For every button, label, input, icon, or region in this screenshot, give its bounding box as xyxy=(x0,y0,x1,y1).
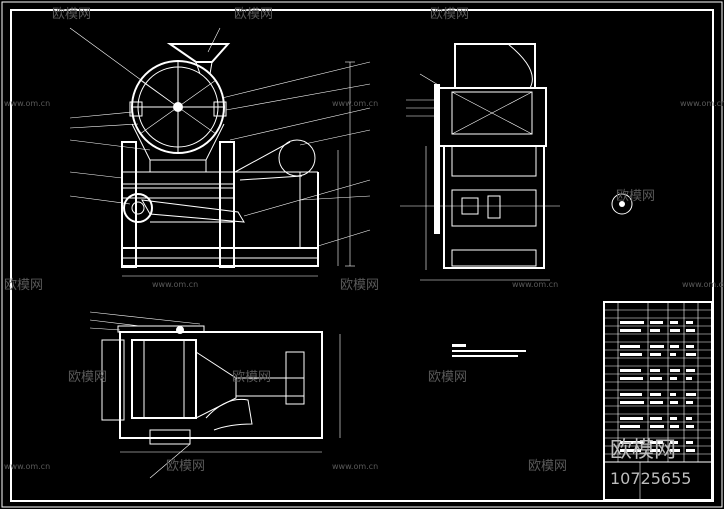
title-block-entry xyxy=(670,329,680,332)
watermark-brand: 欧模网 xyxy=(430,7,469,22)
watermark-brand: 欧模网 xyxy=(4,278,43,293)
watermark-brand-large: 欧模网 xyxy=(610,438,676,463)
title-block-entry xyxy=(650,345,664,348)
title-block-entry xyxy=(650,377,662,380)
title-block-entry xyxy=(670,441,678,444)
title-block-entry xyxy=(670,321,678,324)
title-block-entry xyxy=(650,393,661,396)
watermark-brand: 欧模网 xyxy=(52,7,91,22)
title-block-entry xyxy=(670,377,677,380)
title-block-entry xyxy=(650,425,664,428)
technical-notes xyxy=(452,344,526,357)
title-block-entry xyxy=(686,441,693,444)
title-block-entry xyxy=(620,417,643,420)
title-block-entry xyxy=(670,401,678,404)
side-view xyxy=(400,43,633,281)
title-block-entry xyxy=(686,425,694,428)
title-block-entry xyxy=(620,401,644,404)
title-block-entry xyxy=(670,425,679,428)
title-block-entry xyxy=(650,449,660,452)
title-block-entry xyxy=(670,353,676,356)
title-block-entry xyxy=(686,329,695,332)
title-block-entry xyxy=(686,377,692,380)
title-block-entry xyxy=(686,401,693,404)
title-block-entry xyxy=(650,401,663,404)
title-block-entry xyxy=(620,377,643,380)
title-block-entry xyxy=(620,321,644,324)
title-block-entry xyxy=(620,329,641,332)
title-block-entry xyxy=(620,449,641,452)
title-block-entry xyxy=(670,417,677,420)
watermark-brand: 欧模网 xyxy=(234,7,273,22)
watermark-site: www.om.cn xyxy=(332,462,378,471)
title-block-entry xyxy=(686,417,692,420)
watermark-brand: 欧模网 xyxy=(528,459,567,474)
watermark-site: www.om.cn xyxy=(512,280,558,289)
title-block-entry xyxy=(620,425,640,428)
watermark-brand: 欧模网 xyxy=(232,370,271,385)
watermark-id: 10725655 xyxy=(610,469,691,488)
watermark-site: www.om.cn xyxy=(680,99,724,108)
title-block-entry xyxy=(686,369,695,372)
watermarks: 欧模网 欧模网 欧模网 www.om.cn www.om.cn www.om.c… xyxy=(4,7,724,488)
title-block-entry xyxy=(686,345,694,348)
watermark-site: www.om.cn xyxy=(4,99,50,108)
title-block xyxy=(603,301,713,501)
title-block-entry xyxy=(686,393,696,396)
title-block-entry xyxy=(650,417,662,420)
title-block-entry xyxy=(650,321,663,324)
title-block-entry xyxy=(620,393,642,396)
watermark-brand: 欧模网 xyxy=(166,459,205,474)
watermark-brand: 欧模网 xyxy=(68,370,107,385)
title-block-entry xyxy=(686,321,693,324)
watermark-site: www.om.cn xyxy=(682,280,724,289)
title-block-entry xyxy=(650,441,663,444)
watermark-site: www.om.cn xyxy=(332,99,378,108)
title-block-entry xyxy=(620,345,640,348)
front-view xyxy=(69,27,371,277)
watermark-site: www.om.cn xyxy=(4,462,50,471)
title-block-entry xyxy=(620,369,641,372)
title-block-entry xyxy=(686,449,695,452)
watermark-site: www.om.cn xyxy=(152,280,198,289)
watermark-brand: 欧模网 xyxy=(616,189,655,204)
title-block-entry xyxy=(670,393,676,396)
title-block-entry xyxy=(620,441,644,444)
title-block-entry xyxy=(650,353,661,356)
top-view xyxy=(89,311,341,479)
title-block-entry xyxy=(686,353,696,356)
title-block-entry xyxy=(620,353,642,356)
title-block-entry xyxy=(650,369,660,372)
title-block-entry xyxy=(670,449,680,452)
title-block-entry xyxy=(650,329,660,332)
watermark-brand: 欧模网 xyxy=(428,370,467,385)
title-block-entry xyxy=(670,345,679,348)
watermark-brand: 欧模网 xyxy=(340,278,379,293)
title-block-entry xyxy=(670,369,680,372)
